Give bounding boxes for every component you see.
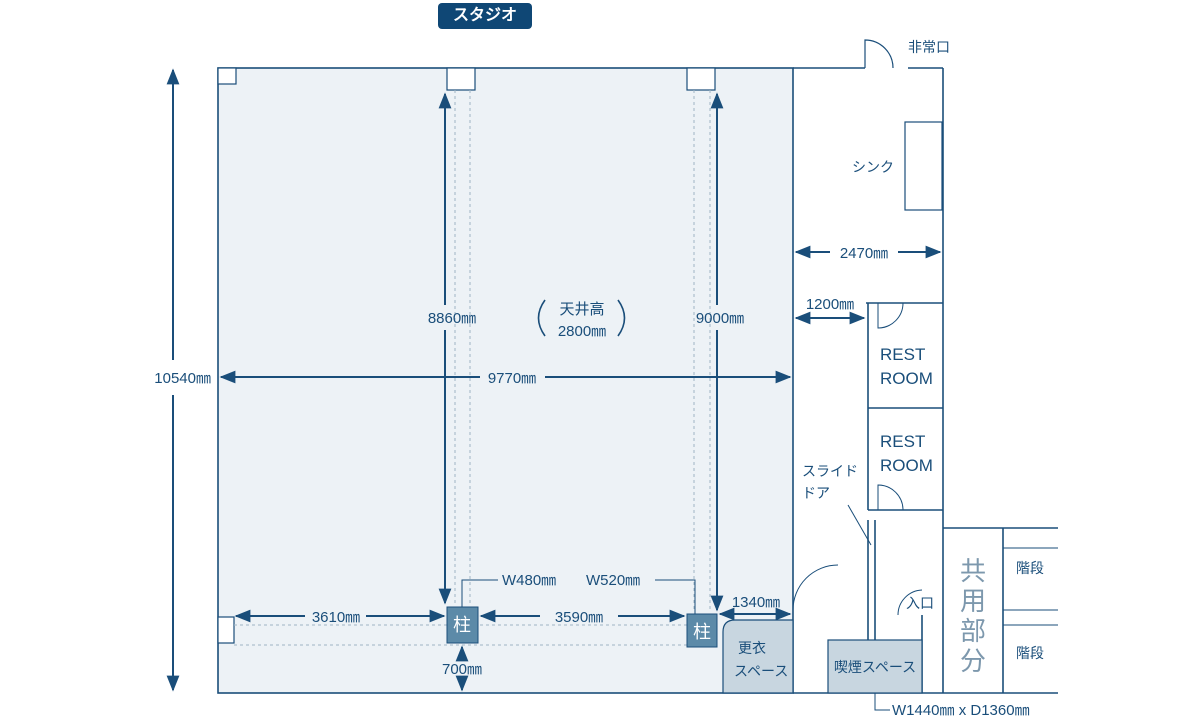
stair-lines bbox=[1003, 547, 1058, 626]
dim-right-height: 9000㎜ bbox=[696, 310, 744, 327]
dimension-lines bbox=[166, 68, 942, 692]
studio-title-badge: スタジオ bbox=[438, 3, 532, 29]
smoking-size-label: W1440㎜ x D1360㎜ bbox=[892, 702, 1030, 719]
dim-total-height: 10540㎜ bbox=[154, 370, 211, 387]
pillar-w2-leader bbox=[655, 579, 696, 614]
dim-corridor-right: 1340㎜ bbox=[732, 594, 780, 611]
ceiling-bracket-right bbox=[617, 299, 626, 337]
sliding-door-label-line2: ドア bbox=[802, 485, 830, 501]
emergency-exit-label: 非常口 bbox=[908, 39, 950, 55]
sink-label: シンク bbox=[852, 159, 894, 175]
beam-lines bbox=[234, 90, 711, 646]
restroom-1-label-line1: REST bbox=[880, 345, 925, 364]
entrance-door-swing bbox=[897, 589, 923, 616]
changing-space-label-line1: 更衣 bbox=[738, 640, 766, 656]
smoking-space bbox=[827, 639, 923, 694]
stairs-1-label: 階段 bbox=[1016, 560, 1044, 576]
stairs-2-label: 階段 bbox=[1016, 645, 1044, 661]
corner-pillar-top-mid bbox=[446, 67, 476, 91]
restroom-1-door-swing bbox=[877, 302, 904, 329]
smoking-size-leader bbox=[874, 693, 890, 711]
corridor-door-swing bbox=[792, 564, 839, 611]
pillar-1-label: 柱 bbox=[453, 615, 471, 635]
common-area-char-4: 分 bbox=[960, 646, 986, 676]
sliding-door-leader bbox=[847, 504, 872, 546]
dim-left-height: 8860㎜ bbox=[428, 310, 476, 327]
corner-pillar-top-right bbox=[686, 67, 716, 91]
common-area-char-2: 用 bbox=[960, 586, 986, 616]
restroom-2-door-swing bbox=[877, 484, 904, 511]
pillar-w1-leader bbox=[461, 579, 498, 607]
sink-counter bbox=[904, 121, 943, 211]
restroom-2-label-line1: REST bbox=[880, 432, 925, 451]
ceiling-label-line1: 天井高 bbox=[559, 301, 604, 318]
studio-area bbox=[217, 67, 794, 694]
dim-width: 9770㎜ bbox=[488, 370, 536, 387]
dim-pillar-w2: W520㎜ bbox=[586, 572, 640, 589]
pillar-2 bbox=[686, 613, 718, 648]
dim-bottom-gap: 700㎜ bbox=[442, 661, 482, 678]
restroom-1-label-line2: ROOM bbox=[880, 369, 933, 388]
changing-space bbox=[722, 619, 794, 694]
common-area-char-1: 共 bbox=[960, 556, 986, 586]
dim-bottom-mid: 3590㎜ bbox=[555, 609, 603, 626]
entrance-label: 入口 bbox=[906, 595, 934, 611]
dim-kitchen-width: 2470㎜ bbox=[840, 245, 888, 262]
changing-space-label-line2: スペース bbox=[734, 663, 788, 679]
dim-bottom-left: 3610㎜ bbox=[312, 609, 360, 626]
dim-corridor-width: 1200㎜ bbox=[806, 296, 854, 313]
ceiling-label-line2: 2800㎜ bbox=[558, 323, 606, 340]
pillar-1 bbox=[446, 606, 479, 644]
common-area-char-3: 部 bbox=[960, 616, 986, 646]
right-wing-walls bbox=[793, 67, 1058, 694]
ceiling-bracket-left bbox=[537, 299, 546, 337]
corner-pillar-bottom-left bbox=[217, 616, 235, 644]
pillar-2-label: 柱 bbox=[693, 622, 711, 642]
sliding-door-label-line1: スライド bbox=[802, 463, 858, 479]
dim-pillar-w1: W480㎜ bbox=[502, 572, 556, 589]
smoking-space-label: 喫煙スペース bbox=[834, 659, 916, 675]
corner-pillar-top-left bbox=[217, 67, 237, 85]
restroom-2-label-line2: ROOM bbox=[880, 456, 933, 475]
emergency-door-swing bbox=[864, 39, 894, 69]
